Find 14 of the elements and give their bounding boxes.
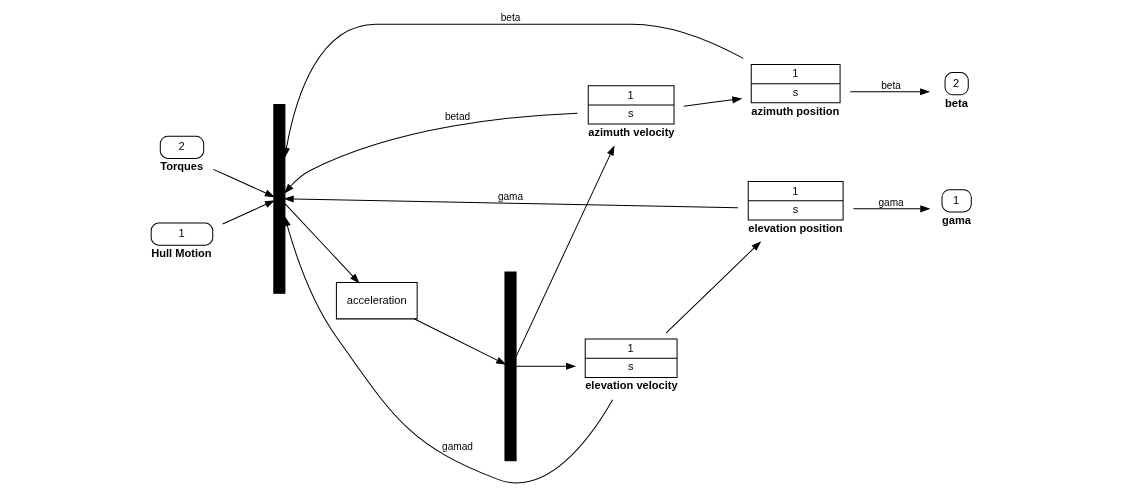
edge-label: beta: [500, 11, 521, 23]
edge-label: beta: [881, 79, 901, 91]
node-label: beta: [945, 96, 968, 109]
node-label: Torques: [160, 159, 204, 172]
node-label: elevation velocity: [585, 378, 678, 391]
node-label: azimuth position: [751, 104, 840, 117]
node-label: elevation position: [748, 221, 843, 234]
node-label: gama: [942, 213, 972, 226]
node-label: Hull Motion: [151, 246, 212, 259]
edge-label: gamad: [442, 440, 473, 452]
edge-label: betad: [444, 110, 471, 122]
edge-label: gama: [497, 190, 524, 202]
node-label: azimuth velocity: [588, 125, 675, 138]
edge-label: gama: [878, 196, 904, 208]
